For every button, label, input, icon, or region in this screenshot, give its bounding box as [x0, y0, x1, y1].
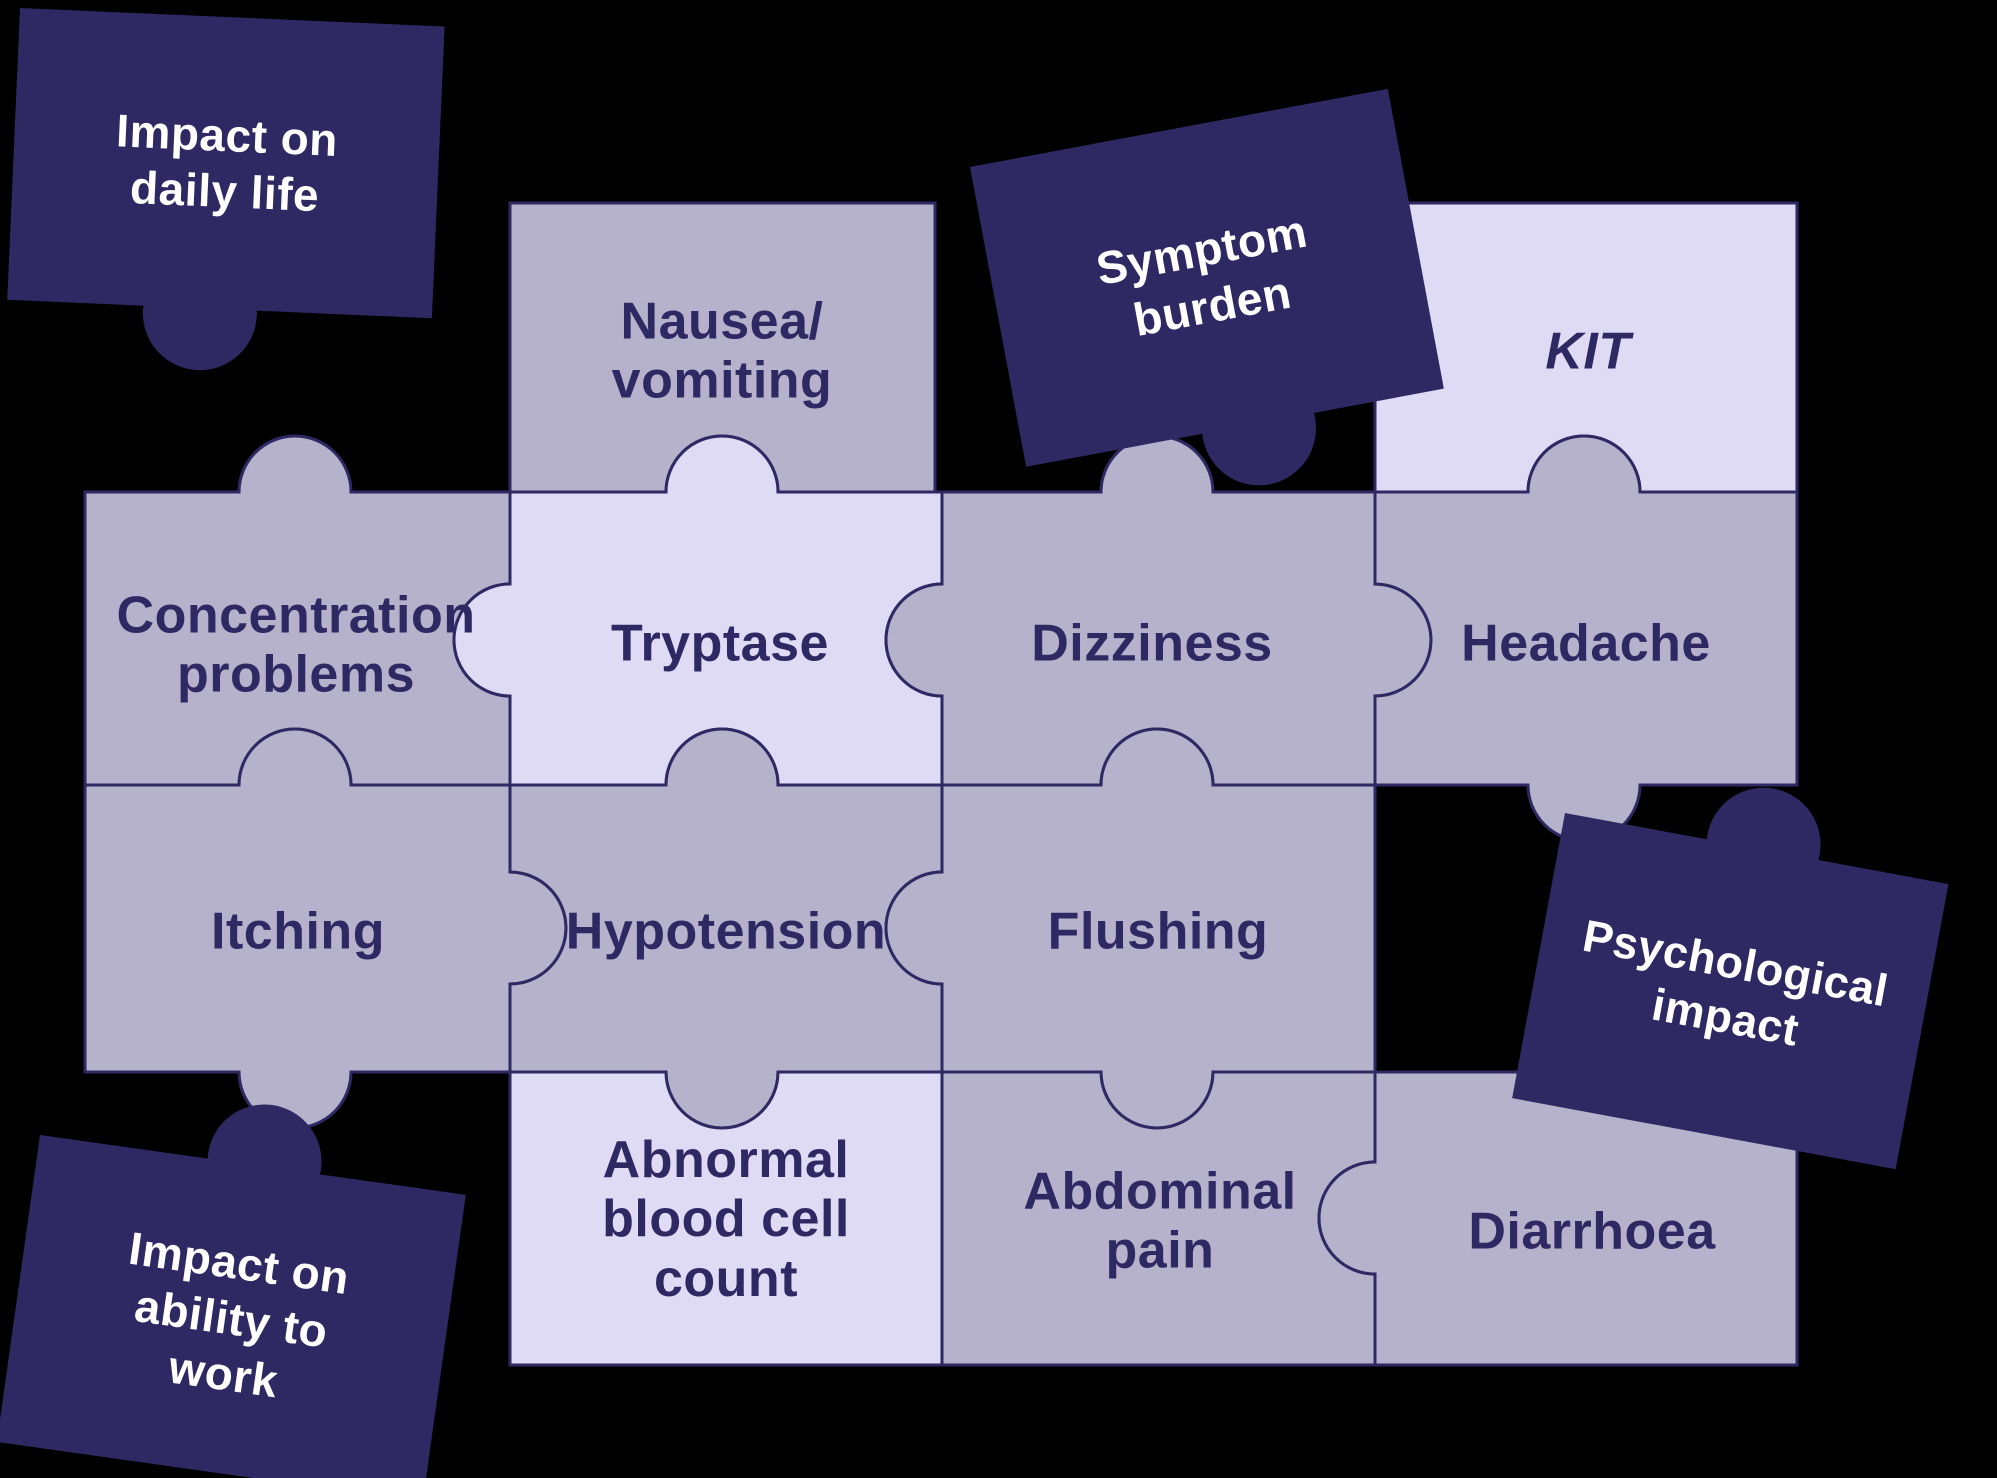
label-dizziness: Dizziness: [1031, 614, 1273, 673]
label-diarrhoea: Diarrhoea: [1468, 1202, 1716, 1261]
banner-symptom-burden-label: Symptom burden: [1092, 205, 1312, 346]
puzzle-piece-abnormal: [508, 1070, 944, 1367]
label-concentration: Concentration problems: [116, 586, 476, 704]
banner-impact-daily-life: Impact on daily life: [7, 8, 445, 373]
label-hypotension: Hypotension: [565, 902, 887, 961]
label-itching: Itching: [211, 902, 385, 961]
banner-impact-ability-work-label: Impact on ability to work: [125, 1221, 353, 1408]
label-tryptase: Tryptase: [611, 614, 829, 673]
banner-psychological-impact-label: Psychological impact: [1578, 909, 1893, 1056]
label-nausea-vomiting: Nausea/ vomiting: [611, 292, 833, 410]
label-headache: Headache: [1461, 614, 1711, 673]
banner-impact-daily-life-label: Impact on daily life: [115, 104, 340, 222]
label-abdominal-pain: Abdominal pain: [1023, 1162, 1297, 1280]
label-kit: KIT: [1545, 322, 1631, 381]
label-abnormal-blood-cell: Abnormal blood cell count: [602, 1131, 850, 1308]
puzzle-piece-diarrhoea: [1317, 1070, 1799, 1367]
label-flushing: Flushing: [1047, 902, 1269, 961]
banner-impact-ability-work: Impact on ability to work: [0, 1097, 466, 1478]
